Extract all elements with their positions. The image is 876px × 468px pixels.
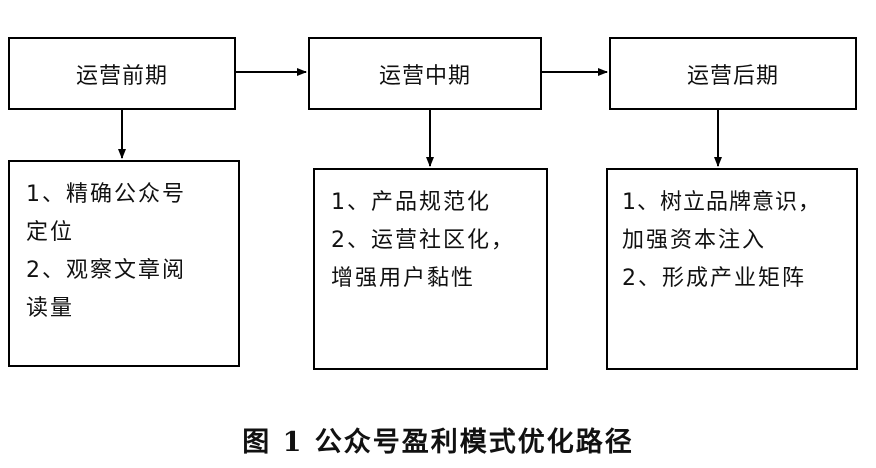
detail-line: 增强用户黏性 [331,266,476,291]
stage-label: 运营后期 [686,63,779,89]
detail-line: 1、精确公众号 [26,182,186,207]
stage-box-early: 运营前期 [8,37,236,110]
detail-line: 1、树立品牌意识， [622,190,821,215]
stage-box-late: 运营后期 [609,37,857,110]
detail-box-late: 1、树立品牌意识， 加强资本注入 2、形成产业矩阵 [606,168,858,370]
detail-line: 读量 [26,296,75,321]
stage-label: 运营中期 [378,63,471,89]
stage-box-middle: 运营中期 [308,37,542,110]
detail-box-early: 1、精确公众号 定位 2、观察文章阅 读量 [8,160,240,367]
detail-line: 2、运营社区化， [331,228,515,253]
figure-caption: 图 1 公众号盈利模式优化路径 [242,427,634,458]
detail-line: 定位 [26,220,75,245]
detail-line: 加强资本注入 [622,228,767,253]
detail-line: 2、形成产业矩阵 [622,266,806,291]
detail-line: 2、观察文章阅 [26,258,186,283]
stage-label: 运营前期 [75,63,168,89]
detail-line: 1、产品规范化 [331,190,491,215]
detail-box-middle: 1、产品规范化 2、运营社区化， 增强用户黏性 [313,168,548,370]
